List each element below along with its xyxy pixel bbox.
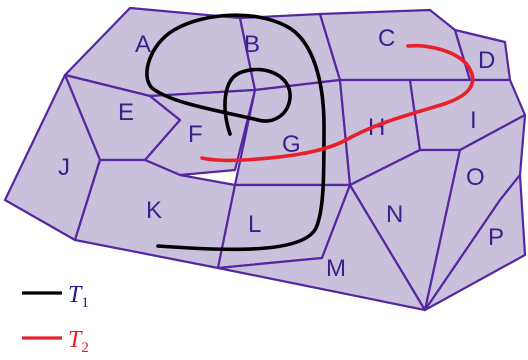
region-label-E: E (118, 99, 134, 126)
trajectory-t1 (145, 13, 326, 252)
region-label-M: M (326, 255, 346, 282)
region-label-L: L (248, 211, 261, 238)
region-label-I: I (470, 107, 477, 134)
region-label-N: N (386, 201, 403, 228)
region-label-O: O (466, 164, 485, 191)
region-label-K: K (146, 197, 162, 224)
legend-t2-label: T2 (68, 327, 89, 356)
region-label-B: B (244, 31, 260, 58)
region-label-A: A (135, 31, 151, 58)
region-label-C: C (378, 25, 395, 52)
region-label-J: J (58, 154, 70, 181)
legend-t1-label: T1 (68, 282, 89, 311)
region-P (423, 173, 527, 312)
region-label-D: D (478, 47, 495, 74)
region-label-G: G (282, 131, 301, 158)
region-label-F: F (188, 121, 203, 148)
region-label-P: P (488, 224, 504, 251)
regions-layer (3, 6, 527, 312)
trajectory-t2 (200, 43, 475, 163)
legend: T1 T2 (22, 282, 89, 356)
